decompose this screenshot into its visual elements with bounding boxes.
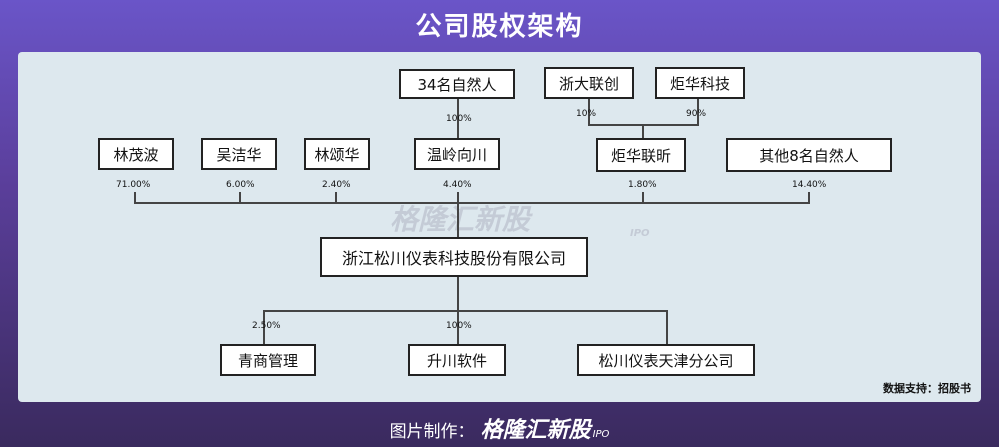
connector-line (642, 124, 644, 140)
connector-line (263, 310, 668, 312)
pct-juhua-lianxin: 1.80% (628, 180, 657, 190)
node-linmaobo: 林茂波 (98, 138, 174, 170)
connector-line (134, 192, 136, 204)
connector-line (457, 310, 459, 345)
node-tianjin: 松川仪表天津分公司 (577, 344, 755, 376)
node-shengchuan: 升川软件 (408, 344, 506, 376)
pct-shengchuan: 100% (446, 321, 472, 331)
connector-line (457, 192, 459, 204)
connector-line (588, 98, 590, 124)
footer-brand-logo: 格隆汇新股 (480, 418, 591, 443)
node-juhua-lianxin: 炬华联昕 (596, 138, 686, 172)
node-linsonghua: 林颂华 (304, 138, 370, 170)
connector-line (263, 310, 265, 345)
watermark: 格隆汇新股 (390, 203, 531, 236)
node-qingshang: 青商管理 (220, 344, 316, 376)
watermark-ipo: IPO (630, 228, 650, 239)
pct-linmaobo: 71.00% (116, 180, 151, 190)
footer-brand-ipo: IPO (592, 429, 610, 440)
connector-line (457, 203, 459, 237)
node-wujiehua: 吴洁华 (201, 138, 277, 170)
diagram-panel: 格隆汇新股 IPO 34名自然人 浙大联创 炬华科技 100% 10% 90% … (18, 52, 981, 402)
pct-linsonghua: 2.40% (322, 180, 351, 190)
connector-line (697, 98, 699, 124)
connector-line (457, 97, 459, 140)
connector-line (642, 192, 644, 204)
node-others8: 其他8名自然人 (726, 138, 892, 172)
node-company: 浙江松川仪表科技股份有限公司 (320, 237, 588, 277)
node-wenling: 温岭向川 (414, 138, 500, 170)
connector-line (808, 192, 810, 204)
page-title: 公司股权架构 (415, 12, 584, 42)
connector-line (134, 202, 810, 204)
pct-persons34: 100% (446, 114, 472, 124)
node-zheda: 浙大联创 (544, 67, 634, 99)
node-persons34: 34名自然人 (399, 69, 515, 99)
node-juhua-tech: 炬华科技 (655, 67, 745, 99)
connector-line (239, 192, 241, 204)
source-note: 数据支持：招股书 (883, 382, 971, 395)
footer-label: 图片制作： (389, 422, 475, 442)
connector-line (335, 192, 337, 204)
pct-wenling: 4.40% (443, 180, 472, 190)
pct-juhua-tech: 90% (686, 109, 707, 119)
connector-line (666, 310, 668, 345)
pct-qingshang: 2.50% (252, 321, 281, 331)
connector-line (457, 276, 459, 312)
pct-wujiehua: 6.00% (226, 180, 255, 190)
pct-others8: 14.40% (792, 180, 827, 190)
pct-zheda: 10% (576, 109, 597, 119)
